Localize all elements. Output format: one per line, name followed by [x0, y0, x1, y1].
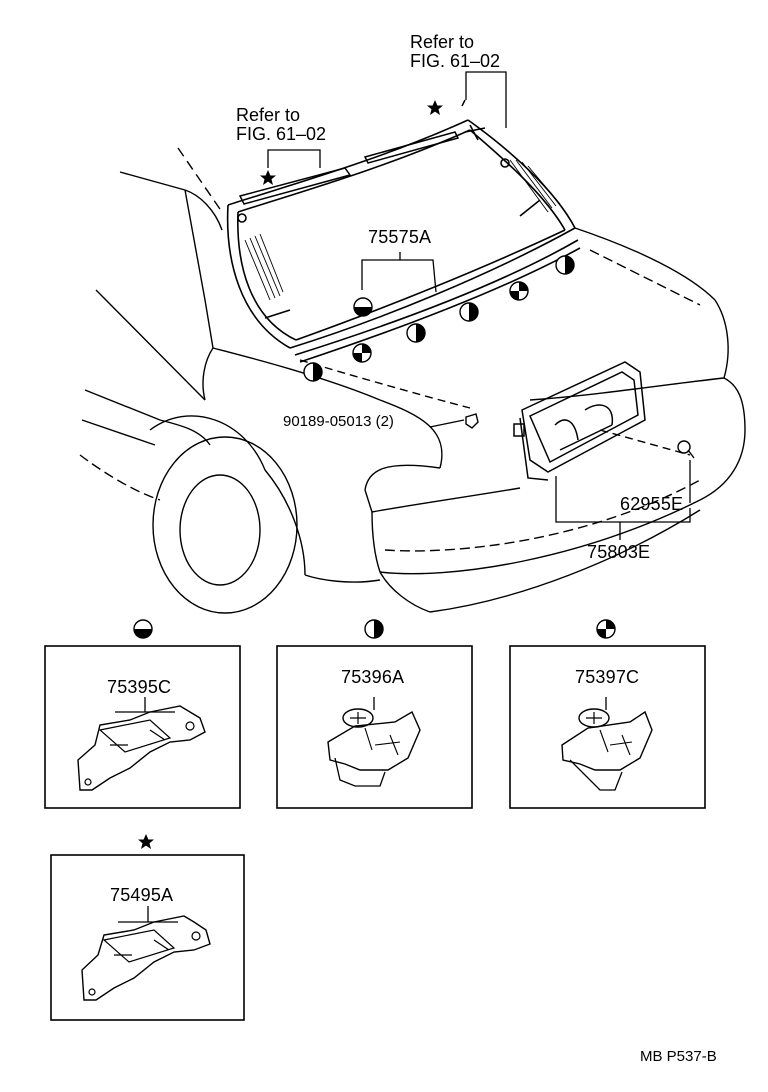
part-label-clip-quarter: 75397C — [575, 667, 640, 687]
part-label-clip-half: 75395C — [107, 677, 172, 697]
refer-right-line1: Refer to — [410, 32, 475, 52]
part-label-screw: 90189-05013 (2) — [283, 413, 394, 430]
license-garnish — [513, 361, 646, 481]
part-label-clip-lr: 75396A — [341, 667, 405, 687]
bolt-part — [677, 440, 695, 459]
car-body — [79, 147, 746, 614]
part-label-garnish: 75803E — [587, 542, 651, 562]
part-label-glass: 75575A — [368, 227, 432, 247]
part-label-bolt: 62955E — [620, 494, 684, 514]
footer-code: MB P537-B — [640, 1048, 717, 1065]
clip-symbols-on-car — [303, 255, 575, 382]
refer-left-line1: Refer to — [236, 105, 301, 125]
screw-part — [465, 413, 479, 429]
legend-split-icon — [364, 619, 384, 639]
detail-box-quarter — [509, 645, 706, 809]
refer-right-line2: FIG. 61–02 — [410, 51, 501, 71]
star-icons-on-car — [260, 100, 443, 185]
legend-half-icon — [133, 619, 153, 639]
detail-box-star — [50, 854, 245, 1021]
refer-left-line2: FIG. 61–02 — [236, 124, 327, 144]
part-label-clip-star: 75495A — [110, 885, 174, 905]
detail-box-split — [276, 645, 473, 809]
detail-box-half — [44, 645, 241, 809]
leader-lines — [267, 71, 691, 540]
upper-moulding — [238, 99, 466, 205]
legend-quarter-icon — [596, 619, 616, 639]
legend-star-icon — [138, 834, 154, 849]
